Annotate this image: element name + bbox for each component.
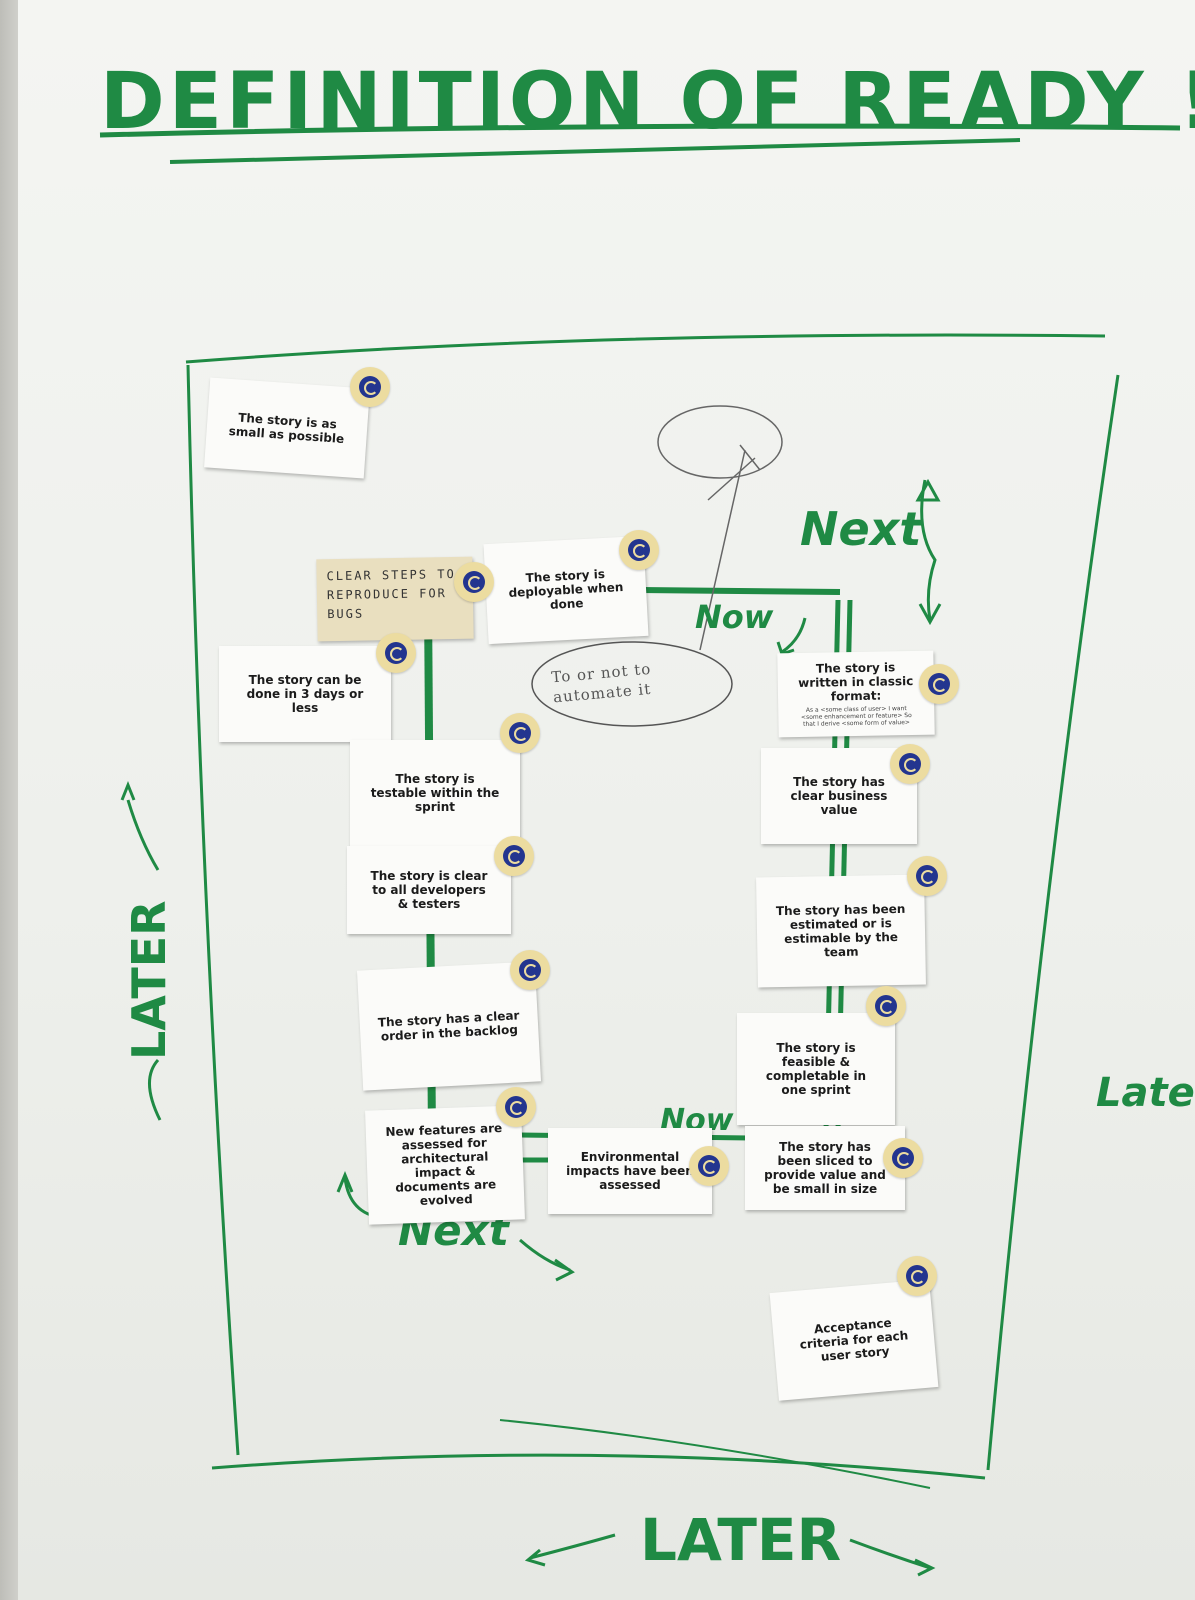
- frame-bottom-stroke: [499, 1419, 931, 1489]
- logo-sticker-icon: [494, 836, 534, 876]
- next-squiggle: [920, 479, 937, 621]
- next-arrowheads: [915, 478, 942, 626]
- pencil-circle: [657, 405, 783, 479]
- card-feasible: The story is feasible & completable in o…: [737, 1013, 895, 1125]
- sticky-note: CLEAR STEPS TO REPRODUCE FOR BUGS: [316, 556, 474, 642]
- card-acceptance-criteria: Acceptance criteria for each user story: [769, 1279, 939, 1401]
- logo-sticker-icon: [919, 664, 959, 704]
- logo-sticker-icon: [689, 1146, 729, 1186]
- logo-sticker-icon: [619, 530, 659, 570]
- logo-sticker-icon: [510, 950, 550, 990]
- card-small-as-possible: The story is as small as possible: [204, 377, 370, 479]
- logo-sticker-icon: [500, 713, 540, 753]
- label-now: Now: [695, 598, 774, 636]
- label-later-left: LATER: [122, 900, 176, 1060]
- pencil-bubble: [531, 641, 733, 727]
- logo-sticker-icon: [350, 367, 390, 407]
- logo-sticker-icon: [496, 1087, 536, 1127]
- title-underline-2: [169, 138, 1021, 164]
- next-bottom-arrows: [336, 1171, 575, 1282]
- label-later-right: Later: [1096, 1070, 1195, 1116]
- logo-sticker-icon: [907, 856, 947, 896]
- frame-bottom: [211, 1453, 986, 1480]
- card-sliced: The story has been sliced to provide val…: [745, 1126, 905, 1210]
- sticky-note-text: CLEAR STEPS TO REPRODUCE FOR BUGS: [326, 566, 456, 622]
- card-estimated: The story has been estimated or is estim…: [756, 874, 926, 988]
- later-left-arrows: [120, 780, 162, 1121]
- card-architectural: New features are assessed for architectu…: [365, 1105, 525, 1225]
- title-underline: [99, 123, 1181, 138]
- frame-left: [186, 364, 240, 1456]
- logo-sticker-icon: [883, 1138, 923, 1178]
- card-three-days: The story can be done in 3 days or less: [219, 646, 391, 742]
- pencil-arrow: [699, 444, 761, 651]
- card-classic-format: The story is written in classic format:A…: [777, 650, 935, 738]
- card-testable: The story is testable within the sprint: [350, 740, 520, 846]
- flipchart-paper: [18, 0, 1195, 1600]
- label-next-top: Next: [800, 502, 923, 556]
- card-environmental: Environmental impacts have been assessed: [548, 1128, 712, 1214]
- logo-sticker-icon: [376, 633, 416, 673]
- card-clear-to-all: The story is clear to all developers & t…: [347, 846, 511, 934]
- frame-right: [986, 374, 1120, 1471]
- frame-top: [185, 333, 1106, 364]
- logo-sticker-icon: [866, 986, 906, 1026]
- now-arrow: [776, 617, 807, 656]
- later-bottom-arrows: [524, 1533, 936, 1577]
- logo-sticker-icon: [454, 562, 494, 602]
- logo-sticker-icon: [897, 1256, 937, 1296]
- logo-sticker-icon: [890, 744, 930, 784]
- label-later-bottom: LATER: [640, 1506, 841, 1574]
- flow-line-top: [639, 587, 841, 595]
